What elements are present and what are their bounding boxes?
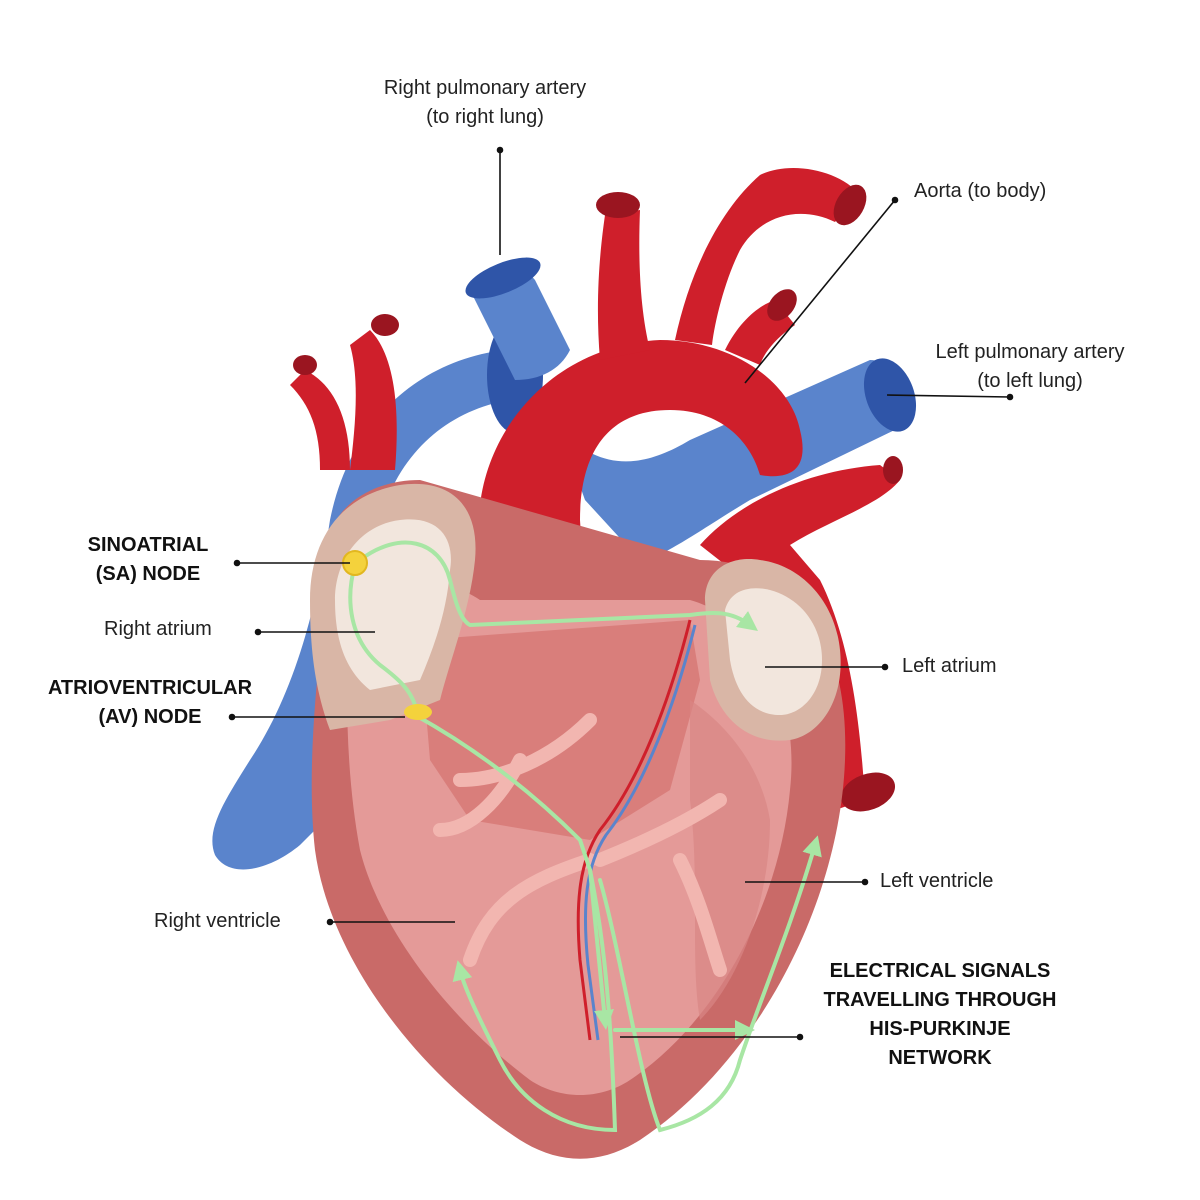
label-line: Left ventricle bbox=[880, 870, 994, 892]
electrical-signal-paths bbox=[348, 540, 822, 1133]
label-line: (to left lung) bbox=[977, 370, 1083, 392]
label-line: HIS-PURKINJE bbox=[869, 1018, 1011, 1040]
label-line: ATRIOVENTRICULAR bbox=[47, 677, 253, 699]
label-aorta: Aorta (to body) bbox=[914, 177, 1046, 206]
label-right-pulmonary-artery: Right pulmonary artery (to right lung) bbox=[345, 74, 625, 132]
label-left-ventricle: Left ventricle bbox=[880, 867, 993, 896]
label-line: Left pulmonary artery bbox=[935, 341, 1125, 363]
label-line: TRAVELLING THROUGH bbox=[823, 989, 1057, 1011]
label-line: (SA) NODE bbox=[95, 563, 201, 585]
label-line: ELECTRICAL SIGNALS bbox=[829, 960, 1051, 982]
label-av-node: ATRIOVENTRICULAR (AV) NODE bbox=[25, 674, 275, 732]
label-line: Right atrium bbox=[104, 618, 212, 640]
label-sa-node: SINOATRIAL (SA) NODE bbox=[58, 531, 238, 589]
label-left-atrium: Left atrium bbox=[902, 652, 996, 681]
ventricle-vessels bbox=[433, 713, 727, 977]
label-right-ventricle: Right ventricle bbox=[154, 907, 281, 936]
label-line: Aorta (to body) bbox=[914, 180, 1047, 202]
label-line: NETWORK bbox=[888, 1047, 992, 1069]
leader-lines bbox=[228, 146, 1014, 1041]
label-line: Right ventricle bbox=[154, 910, 281, 932]
label-line: Left atrium bbox=[902, 655, 997, 677]
label-right-atrium: Right atrium bbox=[104, 615, 212, 644]
right-pulmonary-artery-vessel bbox=[465, 257, 570, 380]
label-line: SINOATRIAL bbox=[87, 534, 209, 556]
label-line: (to right lung) bbox=[426, 106, 544, 128]
av-node-marker bbox=[404, 704, 432, 720]
label-electrical-signals: ELECTRICAL SIGNALS TRAVELLING THROUGH HI… bbox=[795, 957, 1085, 1073]
label-line: (AV) NODE bbox=[98, 706, 202, 728]
label-left-pulmonary-artery: Left pulmonary artery (to left lung) bbox=[890, 338, 1170, 396]
label-line: Right pulmonary artery bbox=[383, 77, 587, 99]
coronary-vessels bbox=[576, 619, 697, 1041]
